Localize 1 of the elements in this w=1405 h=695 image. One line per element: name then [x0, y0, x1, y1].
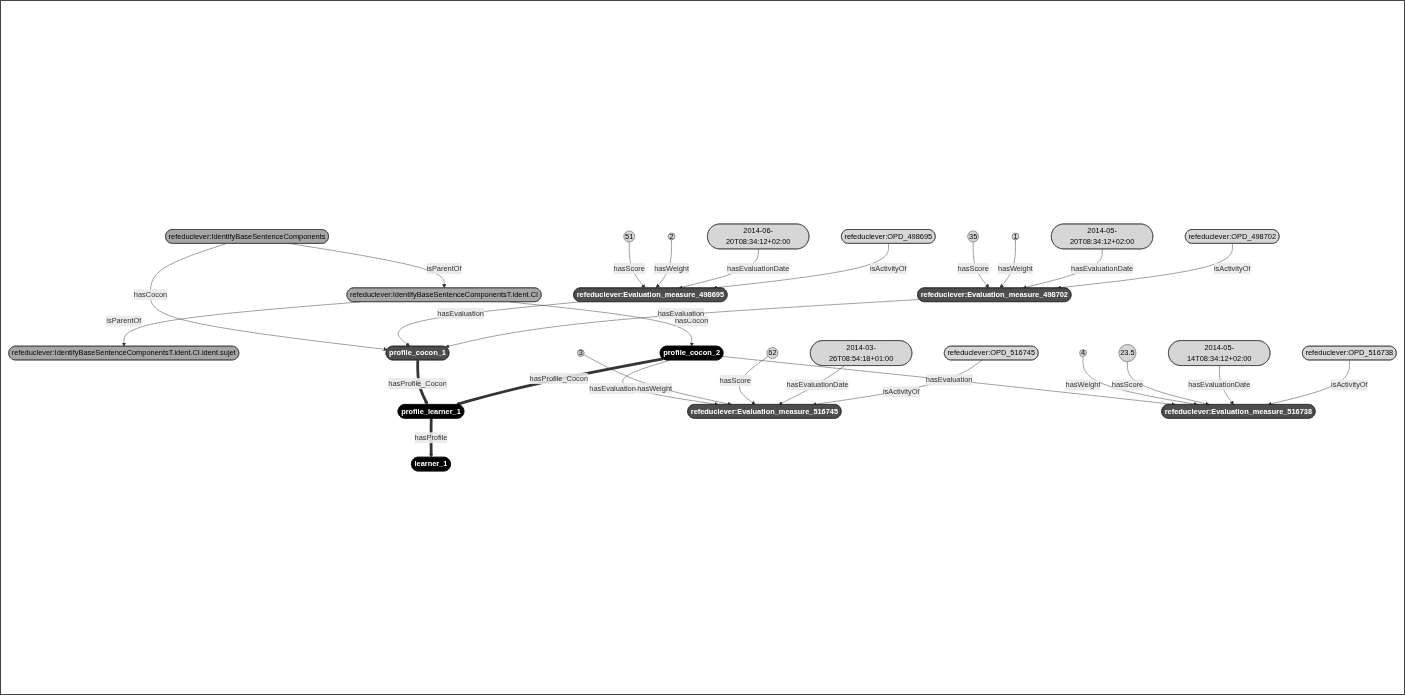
arrow	[455, 357, 664, 406]
